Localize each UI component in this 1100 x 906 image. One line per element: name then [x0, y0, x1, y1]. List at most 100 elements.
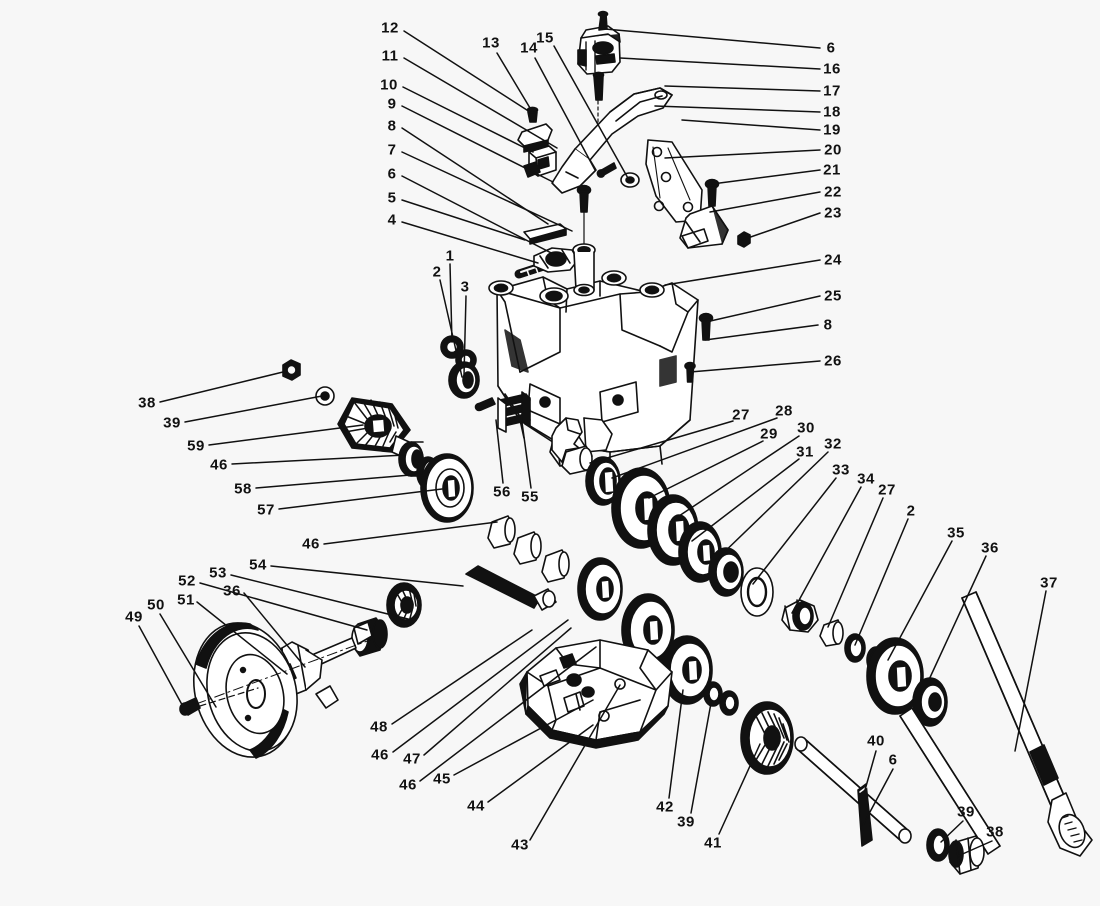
callout-leader-37 — [1014, 590, 1047, 752]
callout-number-c39b: 39 — [677, 813, 695, 831]
callout-number-c7: 7 — [387, 141, 397, 159]
part-pin-56 — [474, 397, 496, 412]
callout-number-c43: 43 — [511, 836, 529, 854]
part-axle-shaft-secondary — [899, 707, 1001, 855]
callout-leader-50 — [159, 613, 217, 708]
callout-number-c6b: 6 — [888, 751, 898, 769]
callout-number-c27a: 27 — [732, 406, 750, 424]
callout-leader-35 — [887, 540, 953, 661]
part-bushing-38r — [948, 835, 985, 875]
part-gear-lower-b — [621, 593, 675, 667]
callout-leader-6 — [401, 175, 562, 259]
callout-number-c2b: 2 — [906, 502, 916, 520]
callout-number-c1: 1 — [445, 247, 455, 265]
callout-number-c27b: 27 — [878, 481, 896, 499]
callout-leader-55 — [520, 414, 532, 489]
callout-leader-39 — [690, 702, 712, 814]
callout-leader-30 — [669, 435, 800, 523]
callout-leader-52 — [199, 582, 368, 631]
callout-leader-39 — [184, 395, 323, 423]
callout-leader-6 — [604, 28, 821, 49]
part-pulley-50 — [192, 622, 298, 759]
callout-leader-9 — [401, 105, 554, 183]
callout-leader-48 — [391, 629, 533, 725]
callout-leader-3 — [463, 295, 467, 376]
part-washer-39r — [926, 828, 950, 862]
part-spacer-2b — [819, 619, 844, 647]
callout-number-c32: 32 — [824, 435, 842, 453]
callout-leader-38 — [159, 371, 284, 403]
callout-number-c38l: 38 — [138, 394, 156, 412]
callout-number-c24: 24 — [824, 251, 842, 269]
callout-leader-16 — [619, 57, 821, 70]
part-helical-gear-41 — [740, 701, 794, 775]
part-washer-39 — [315, 386, 335, 406]
callout-leader-46 — [419, 646, 597, 782]
callout-number-c8r: 8 — [823, 316, 833, 334]
callout-number-c45: 45 — [433, 770, 451, 788]
part-washer-39c — [719, 690, 739, 716]
callout-number-c36r: 36 — [981, 539, 999, 557]
part-washer-1 — [440, 335, 464, 359]
callout-number-c50: 50 — [147, 596, 165, 614]
callout-number-c42: 42 — [656, 798, 674, 816]
part-gear-lower-c — [661, 635, 713, 705]
callout-number-c4: 4 — [387, 211, 397, 229]
callout-leader-26 — [689, 360, 821, 373]
callout-number-c51: 51 — [177, 591, 195, 609]
callout-number-c54: 54 — [249, 556, 267, 574]
part-shift-control-block — [577, 10, 621, 141]
callout-leader-20 — [664, 149, 821, 159]
callout-number-c12: 12 — [381, 19, 399, 37]
callout-number-c20: 20 — [824, 141, 842, 159]
callout-number-c10: 10 — [380, 76, 398, 94]
callout-leader-17 — [664, 85, 821, 92]
part-gear-lower-a — [577, 557, 623, 621]
callout-number-c6r: 6 — [826, 39, 836, 57]
callout-number-c46a: 46 — [210, 456, 228, 474]
callout-number-c29: 29 — [760, 425, 778, 443]
callout-number-c21: 21 — [823, 161, 841, 179]
part-large-gear-35 — [866, 637, 924, 715]
part-lower-case — [519, 639, 673, 749]
callout-number-c11: 11 — [381, 47, 399, 65]
callout-number-c52: 52 — [178, 572, 196, 590]
part-shim-stack-55 — [497, 391, 531, 433]
part-bolt-49 — [179, 687, 259, 716]
callout-leader-33 — [752, 477, 837, 585]
callout-leader-44 — [487, 724, 594, 803]
callout-leader-8 — [704, 324, 819, 341]
part-bolt-9 — [576, 184, 592, 251]
callout-number-c39l: 39 — [163, 414, 181, 432]
callout-number-c19: 19 — [823, 121, 841, 139]
callout-number-c13: 13 — [482, 34, 500, 52]
callout-leader-46 — [231, 454, 406, 465]
part-bracket-plate — [645, 139, 703, 223]
part-shaft-48 — [465, 565, 557, 611]
callout-number-c3: 3 — [460, 278, 470, 296]
callout-number-c14: 14 — [520, 39, 538, 57]
callout-number-c37: 37 — [1040, 574, 1058, 592]
part-main-housing-upper — [488, 243, 699, 471]
callout-leader-22 — [709, 191, 821, 213]
callout-leader-14 — [534, 57, 596, 171]
callout-leader-41 — [718, 743, 761, 835]
callout-leader-18 — [654, 105, 821, 113]
callout-leader-36 — [926, 555, 987, 685]
callout-leader-39 — [940, 820, 964, 843]
part-clip-13 — [517, 106, 553, 153]
callout-number-c26: 26 — [824, 352, 842, 370]
part-synchro-29 — [585, 456, 621, 506]
callout-leader-36 — [243, 592, 306, 668]
callout-leader-10 — [402, 86, 534, 153]
callout-leader-27 — [589, 420, 734, 464]
callout-leader-53 — [230, 574, 413, 621]
callout-number-c53: 53 — [209, 564, 227, 582]
callout-leader-23 — [741, 212, 821, 241]
part-axle-shaft-37 — [961, 591, 1093, 857]
callout-leader-4 — [401, 221, 539, 264]
callout-leader-21 — [711, 169, 821, 185]
callout-leader-49 — [138, 625, 187, 713]
callout-number-c41: 41 — [704, 834, 722, 852]
